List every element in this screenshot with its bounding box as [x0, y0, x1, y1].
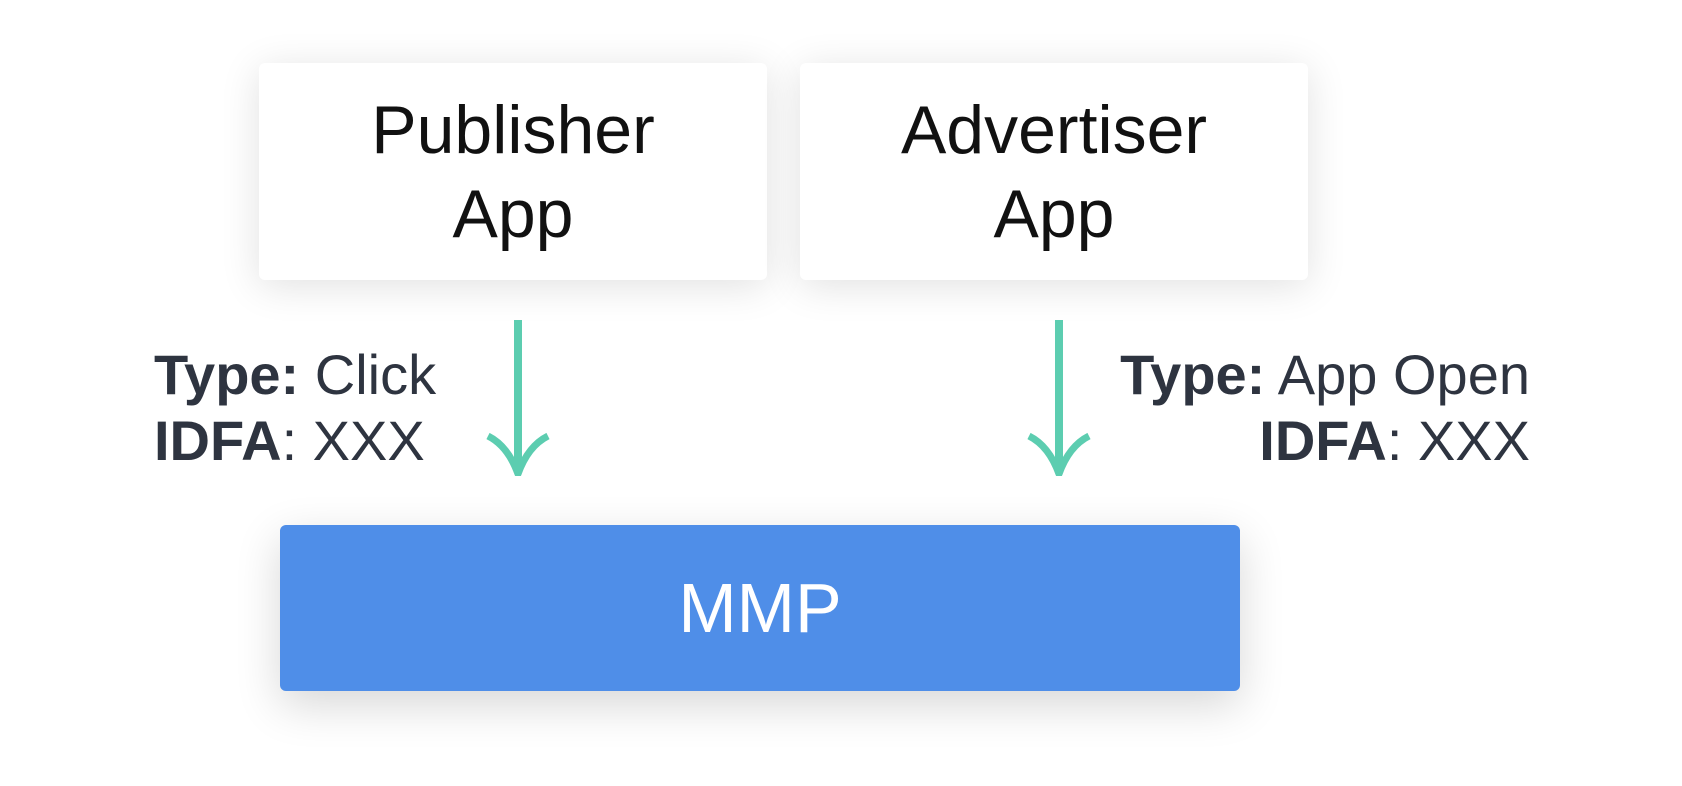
idfa-value: : XXX	[1386, 409, 1530, 472]
idfa-key: IDFA	[1259, 409, 1387, 472]
idfa-row: IDFA: XXX	[1120, 408, 1530, 474]
publisher-app-line1: Publisher	[371, 91, 655, 168]
event-type-row: Type: App Open	[1120, 342, 1530, 408]
idfa-key: IDFA	[154, 409, 282, 472]
event-type-row: Type: Click	[154, 342, 436, 408]
publisher-app-box: Publisher App	[259, 63, 767, 280]
advertiser-app-box: Advertiser App	[800, 63, 1308, 280]
down-arrow-icon	[486, 320, 550, 476]
type-value: App Open	[1277, 343, 1530, 406]
type-key: Type:	[154, 343, 300, 406]
app-open-event-label: Type: App Open IDFA: XXX	[1120, 342, 1530, 474]
mmp-label: MMP	[678, 569, 842, 647]
down-arrow-icon	[1027, 320, 1091, 476]
publisher-app-line2: App	[452, 175, 574, 252]
idfa-value: : XXX	[281, 409, 425, 472]
idfa-row: IDFA: XXX	[154, 408, 436, 474]
mmp-box: MMP	[280, 525, 1240, 691]
advertiser-app-line1: Advertiser	[900, 91, 1208, 168]
click-event-label: Type: Click IDFA: XXX	[154, 342, 436, 474]
type-value: Click	[314, 343, 437, 406]
type-key: Type:	[1120, 343, 1266, 406]
advertiser-app-line2: App	[993, 175, 1115, 252]
